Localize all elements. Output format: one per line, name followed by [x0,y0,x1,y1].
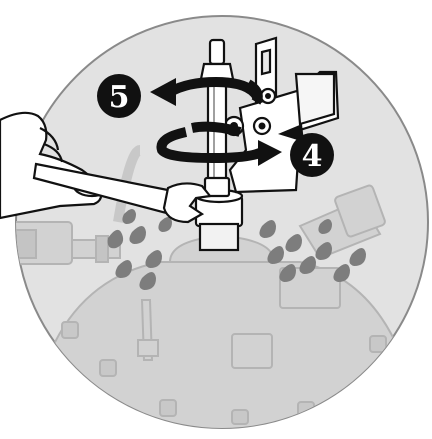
pointer-arrow [278,124,304,142]
wrench-icon [32,162,213,224]
valve-nut [194,188,244,252]
water-drop-icon [107,209,172,290]
rotation-arrowhead [150,78,176,106]
step-number-4: 4 [302,139,323,174]
faded-equipment [16,145,411,428]
water-drops [107,209,366,290]
rotation-arrow-icon [156,121,265,164]
rotation-arrow-icon [167,76,263,105]
step-badge-4: 4 [290,133,334,177]
rotation-arrowhead [258,140,282,166]
step-badge-5: 5 [97,74,141,118]
water-drop-icon [259,219,366,282]
step-number-5: 5 [109,80,130,115]
